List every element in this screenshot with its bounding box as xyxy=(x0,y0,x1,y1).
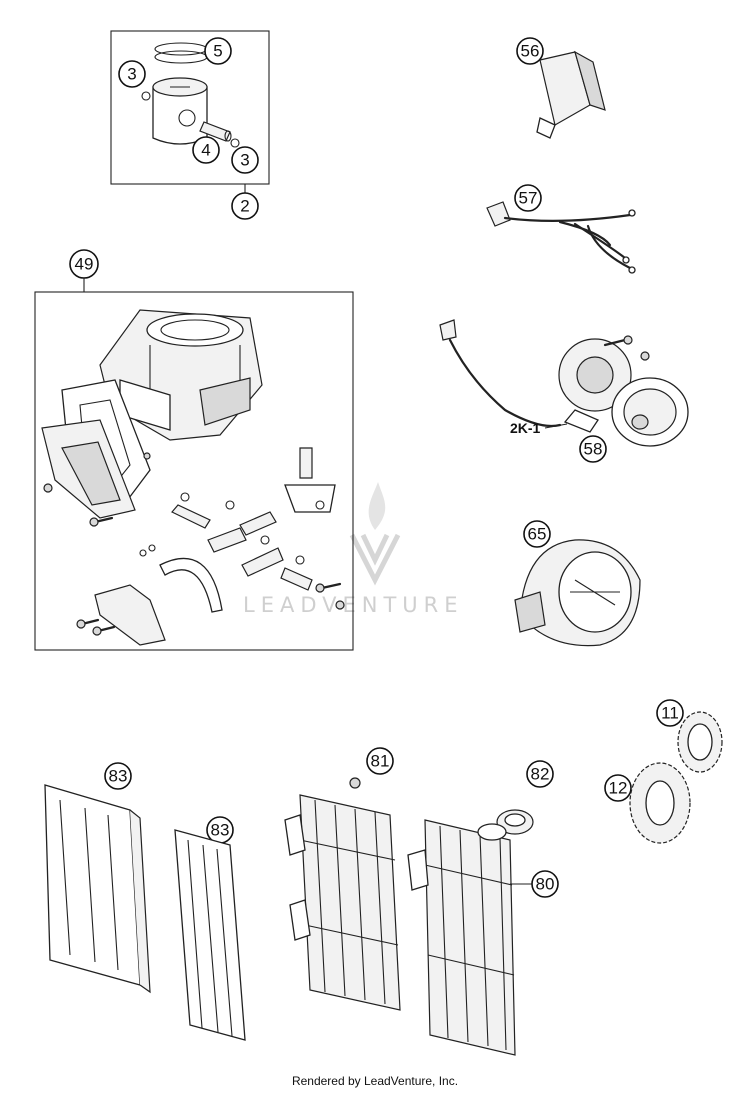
svg-text:57: 57 xyxy=(519,189,538,208)
large-gear-icon xyxy=(629,762,691,844)
bolt-icon xyxy=(43,452,345,636)
stator-code-label: 2K-1 xyxy=(510,420,541,436)
svg-text:65: 65 xyxy=(528,525,547,544)
callout-2: 2 xyxy=(231,192,259,220)
svg-text:56: 56 xyxy=(521,42,540,61)
piston-ring-icon xyxy=(154,42,208,64)
louver-right-icon xyxy=(174,829,246,1041)
callout-11: 11 xyxy=(656,699,684,727)
exhaust-valve-icon xyxy=(139,447,336,591)
piston-icon xyxy=(152,77,208,145)
svg-text:11: 11 xyxy=(661,704,679,723)
svg-text:83: 83 xyxy=(109,767,128,786)
nut-icon xyxy=(640,351,650,361)
callout-58: 58 xyxy=(579,435,607,463)
louver-left-icon xyxy=(44,784,151,994)
louvers-group: 83 83 xyxy=(44,762,246,1041)
radiator-cap-icon xyxy=(496,809,534,835)
gears-group: 11 12 xyxy=(604,699,723,844)
radiator-right-icon xyxy=(407,819,516,1056)
cdi-unit-group: 56 xyxy=(516,37,606,139)
seal-arc-icon xyxy=(159,557,223,613)
wiring-harness-group: 57 xyxy=(486,184,636,274)
ignition-cover-icon xyxy=(514,539,641,647)
reed-block-icon xyxy=(41,419,136,519)
ignition-cover-group: 65 xyxy=(514,520,641,647)
cylinder-kit-box xyxy=(34,291,354,651)
svg-text:82: 82 xyxy=(531,765,550,784)
svg-text:81: 81 xyxy=(371,752,390,771)
wiring-harness-icon xyxy=(486,201,636,274)
callout-12: 12 xyxy=(604,774,632,802)
piston-pin-icon xyxy=(199,121,232,142)
watermark-text: LEADVENTURE xyxy=(243,593,464,617)
callout-3-right: 3 xyxy=(231,146,259,174)
watermark-logo-icon xyxy=(349,482,401,586)
watermark: LEADVENTURE xyxy=(243,482,464,617)
callout-57: 57 xyxy=(514,184,542,212)
callout-3-left: 3 xyxy=(118,60,146,88)
callout-82: 82 xyxy=(526,760,554,788)
callout-49: 49 xyxy=(69,249,99,279)
small-gear-icon xyxy=(677,711,723,773)
svg-text:49: 49 xyxy=(75,255,94,274)
svg-text:3: 3 xyxy=(127,65,136,84)
callout-4: 4 xyxy=(192,136,220,164)
svg-text:80: 80 xyxy=(536,875,555,894)
cdi-unit-icon xyxy=(536,50,606,139)
piston-kit-box xyxy=(110,30,270,185)
callout-5: 5 xyxy=(204,37,232,65)
radiator-left-icon xyxy=(284,777,401,1011)
cylinder-kit-group: 49 xyxy=(34,249,354,651)
ignition-group: 2K-1 58 xyxy=(439,319,689,463)
cylinder-icon xyxy=(99,309,263,441)
footer-credit: Rendered by LeadVenture, Inc. xyxy=(291,1074,459,1088)
callout-56: 56 xyxy=(516,37,544,65)
valve-cover-icon xyxy=(94,584,166,646)
svg-text:5: 5 xyxy=(213,42,222,61)
svg-text:83: 83 xyxy=(211,821,230,840)
callout-80: 80 xyxy=(531,870,559,898)
svg-text:3: 3 xyxy=(240,151,249,170)
callout-81: 81 xyxy=(366,747,394,775)
callout-83-right: 83 xyxy=(206,816,234,844)
circlip-icon xyxy=(141,91,240,148)
svg-text:4: 4 xyxy=(201,141,210,160)
svg-text:58: 58 xyxy=(584,440,603,459)
stator-icon xyxy=(439,319,633,433)
leader-line xyxy=(544,423,568,429)
radiators-group: 81 82 80 xyxy=(284,747,559,1056)
callout-65: 65 xyxy=(523,520,551,548)
callout-83-left: 83 xyxy=(104,762,132,790)
flywheel-icon xyxy=(611,377,689,447)
piston-kit-group: 5 3 4 3 2 xyxy=(110,30,270,220)
svg-text:2: 2 xyxy=(240,197,249,216)
svg-text:12: 12 xyxy=(609,779,628,798)
